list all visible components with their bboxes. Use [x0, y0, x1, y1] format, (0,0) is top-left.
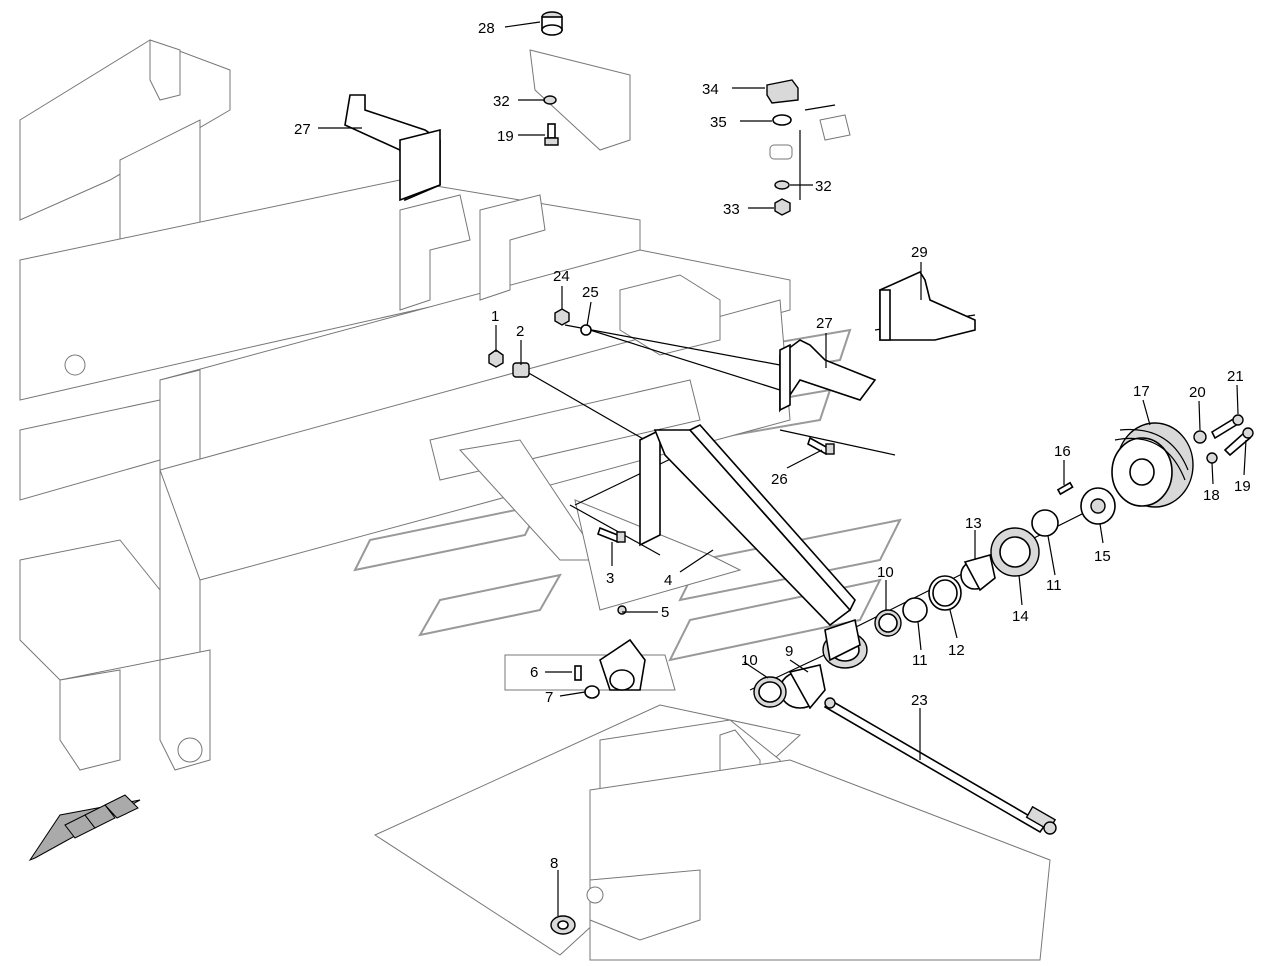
pulley-part-17	[1111, 422, 1194, 508]
direction-arrow-icon	[28, 794, 141, 862]
callout-11a: 11	[912, 652, 928, 669]
callout-32a: 32	[493, 93, 510, 110]
callout-5: 5	[661, 604, 669, 621]
callout-34: 34	[702, 81, 719, 98]
grease-nipple-part-5	[617, 605, 627, 615]
flange-part-14	[990, 527, 1040, 577]
callout-18: 18	[1203, 487, 1220, 504]
callout-20: 20	[1189, 384, 1206, 401]
bracket-part-27a	[344, 94, 441, 202]
bolt-part-3	[597, 526, 626, 544]
bushing-part-13	[960, 554, 996, 592]
circlip-part-11a	[902, 597, 928, 623]
callout-29: 29	[911, 244, 928, 261]
callout-27b: 27	[816, 315, 833, 332]
bracket-faint	[769, 114, 851, 160]
ring-part-10b	[874, 609, 902, 637]
bolt-part-21	[1210, 414, 1244, 440]
callout-33: 33	[723, 201, 740, 218]
key-part-16	[1056, 481, 1074, 496]
callout-14: 14	[1012, 608, 1029, 625]
callout-11b: 11	[1046, 577, 1062, 594]
callout-4: 4	[664, 572, 672, 589]
callout-8: 8	[550, 855, 558, 872]
callout-32b: 32	[815, 178, 832, 195]
pin-part-6	[574, 665, 582, 681]
nut-part-24	[554, 308, 570, 326]
washer-part-32a	[543, 95, 557, 105]
callout-10b: 10	[877, 564, 894, 581]
callout-21: 21	[1227, 368, 1244, 385]
cutter-bar-frame	[373, 499, 1051, 961]
ring-part-12	[928, 575, 962, 611]
circlip-part-11b	[1031, 509, 1059, 537]
bracket-part-29	[879, 270, 976, 341]
callout-19b: 19	[497, 128, 514, 145]
bolt-part-26	[807, 436, 835, 456]
callout-23: 23	[911, 692, 928, 709]
ring-part-35	[772, 114, 792, 126]
o-ring-part-7	[584, 685, 600, 699]
nut-part-33	[774, 198, 791, 216]
bolt-part-19b	[544, 123, 559, 146]
callout-27a: 27	[294, 121, 311, 138]
callout-25: 25	[582, 284, 599, 301]
callout-labels: 28 32 19 27 34 35 32 33 29 27 1 2 24 25 …	[294, 20, 1251, 872]
washer-part-20	[1193, 430, 1207, 444]
bushing-part-9	[779, 664, 826, 710]
callout-12: 12	[948, 642, 965, 659]
callout-28: 28	[478, 20, 495, 37]
washer-part-8	[550, 915, 576, 935]
callout-13: 13	[965, 515, 982, 532]
bracket-part-27b	[779, 339, 877, 413]
callout-2: 2	[516, 323, 524, 340]
callout-17: 17	[1133, 383, 1150, 400]
washer-part-32b	[774, 180, 790, 190]
shaft-part-23	[823, 697, 1057, 835]
washer-part-18	[1206, 452, 1218, 464]
ring-part-10a	[753, 676, 787, 708]
bushing-part-2	[512, 362, 530, 378]
pad-part-28	[541, 11, 563, 36]
callout-16: 16	[1054, 443, 1071, 460]
header-frame	[19, 39, 791, 771]
callout-6: 6	[530, 664, 538, 681]
callout-7: 7	[545, 689, 553, 706]
arm-part	[639, 424, 868, 669]
callout-15: 15	[1094, 548, 1111, 565]
callout-26: 26	[771, 471, 788, 488]
callout-10a: 10	[741, 652, 758, 669]
bolt-part-19a	[1223, 427, 1254, 457]
callout-1: 1	[491, 308, 499, 325]
pad-part-34	[766, 79, 799, 104]
pivot-housing	[599, 638, 646, 691]
callout-35: 35	[710, 114, 727, 131]
callout-3: 3	[606, 570, 614, 587]
callout-24: 24	[553, 268, 570, 285]
callout-19a: 19	[1234, 478, 1251, 495]
washer-part-25	[580, 324, 592, 336]
callout-9: 9	[785, 643, 793, 660]
callout-leaders	[318, 21, 1247, 916]
hub-part-15	[1080, 487, 1116, 525]
